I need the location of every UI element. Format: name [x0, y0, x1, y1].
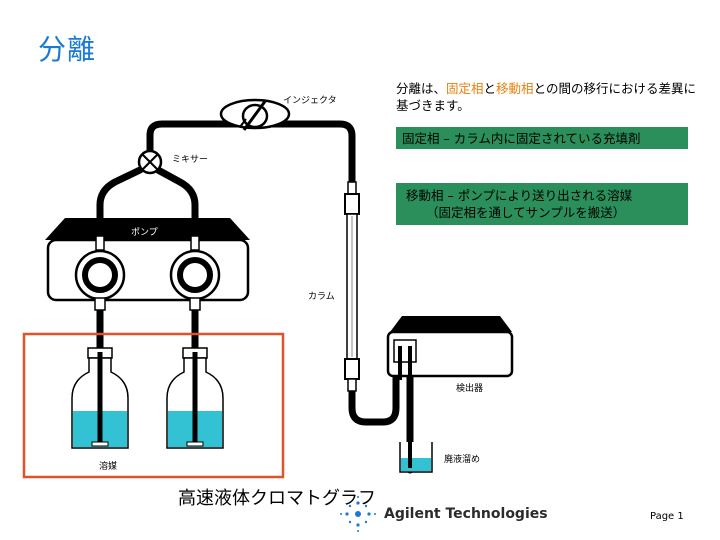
company-logo-text: Agilent Technologies — [384, 506, 548, 522]
desc-prefix: 分離は、 — [396, 81, 447, 96]
waste-label: 廃液溜め — [444, 455, 481, 465]
injector-label: インジェクタ — [283, 96, 337, 106]
desc-mobile: 移動相 — [496, 81, 534, 96]
mobile-phase-box: 移動相 – ポンプにより送り出される溶媒 （固定相を通してサンプルを搬送） — [396, 183, 688, 225]
waste-beaker-icon — [399, 440, 433, 473]
mixer-icon — [137, 149, 163, 175]
desc-and: と — [483, 81, 497, 96]
solvent-label: 溶媒 — [99, 462, 118, 472]
tube-column-detector — [348, 356, 400, 426]
diagram-caption: 高速液体クロマトグラフ — [178, 488, 376, 509]
injector-icon — [219, 98, 291, 131]
desc-suffix: との間の移行における差異に基づきます。 — [396, 81, 696, 113]
stationary-phase-box: 固定相 – カラム内に固定されている充填剤 — [396, 127, 688, 149]
pump-head-b — [169, 235, 221, 311]
column-icon — [344, 181, 360, 392]
tube-mixer-injector — [146, 120, 242, 154]
page-number: Page 1 — [650, 511, 684, 522]
agilent-logo-icon — [340, 496, 376, 532]
solvent-frame — [22, 332, 285, 479]
tube-injector-column — [266, 120, 356, 189]
detector-label: 検出器 — [456, 384, 484, 394]
description: 分離は、固定相と移動相との間の移行における差異に基づきます。 — [396, 80, 696, 114]
pump-head-a — [74, 235, 126, 311]
solvent-bottle-a — [71, 347, 129, 449]
detector-icon — [386, 316, 514, 380]
tube-pump-a-mixer — [96, 166, 144, 229]
column-label: カラム — [308, 292, 335, 302]
mixer-label: ミキサー — [172, 155, 209, 165]
mobile-phase-line1: 移動相 – ポンプにより送り出される溶媒 — [406, 188, 633, 203]
solvent-bottle-b — [166, 347, 224, 449]
page-title: 分離 — [38, 33, 97, 66]
tube-pump-b-mixer — [154, 166, 199, 229]
pump-label: ポンプ — [131, 228, 158, 238]
mobile-phase-line2: （固定相を通してサンプルを搬送） — [426, 205, 626, 220]
desc-stationary: 固定相 — [446, 81, 484, 96]
